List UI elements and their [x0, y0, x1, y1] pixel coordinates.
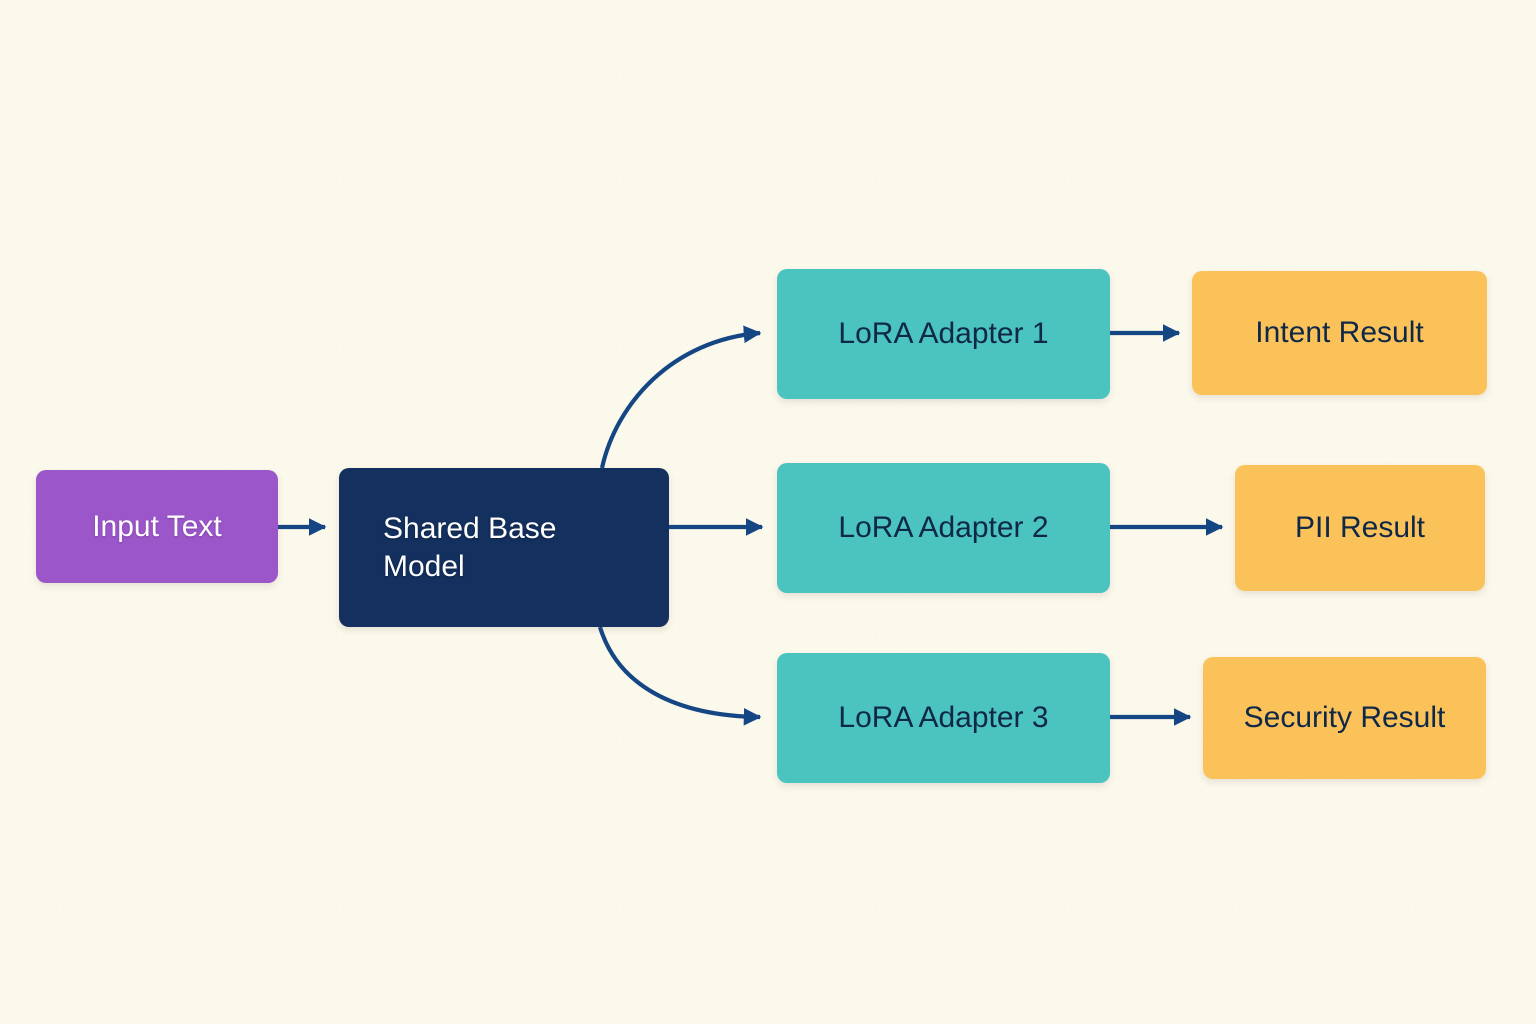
node-input-text[interactable]: Input Text — [36, 470, 278, 583]
node-security-result-label: Security Result — [1243, 701, 1446, 735]
node-pii-result-label: PII Result — [1294, 511, 1426, 545]
node-shared-base-model[interactable]: Shared Base Model — [339, 468, 669, 627]
node-shared-base-model-label: Shared Base Model — [383, 511, 557, 583]
edge-base-to-adapter-3 — [597, 626, 762, 726]
node-lora-adapter-3[interactable]: LoRA Adapter 3 — [777, 653, 1110, 783]
node-security-result[interactable]: Security Result — [1203, 657, 1486, 779]
node-input-text-label: Input Text — [92, 509, 222, 543]
node-intent-result[interactable]: Intent Result — [1192, 271, 1487, 395]
node-intent-result-label: Intent Result — [1255, 316, 1424, 350]
node-lora-adapter-2[interactable]: LoRA Adapter 2 — [777, 463, 1110, 593]
edge-base-to-adapter-1 — [599, 325, 762, 469]
node-lora-adapter-2-label: LoRA Adapter 2 — [838, 511, 1049, 545]
node-lora-adapter-1[interactable]: LoRA Adapter 1 — [777, 269, 1110, 399]
node-lora-adapter-3-label: LoRA Adapter 3 — [838, 701, 1049, 735]
node-lora-adapter-1-label: LoRA Adapter 1 — [838, 317, 1049, 351]
node-pii-result[interactable]: PII Result — [1235, 465, 1485, 591]
